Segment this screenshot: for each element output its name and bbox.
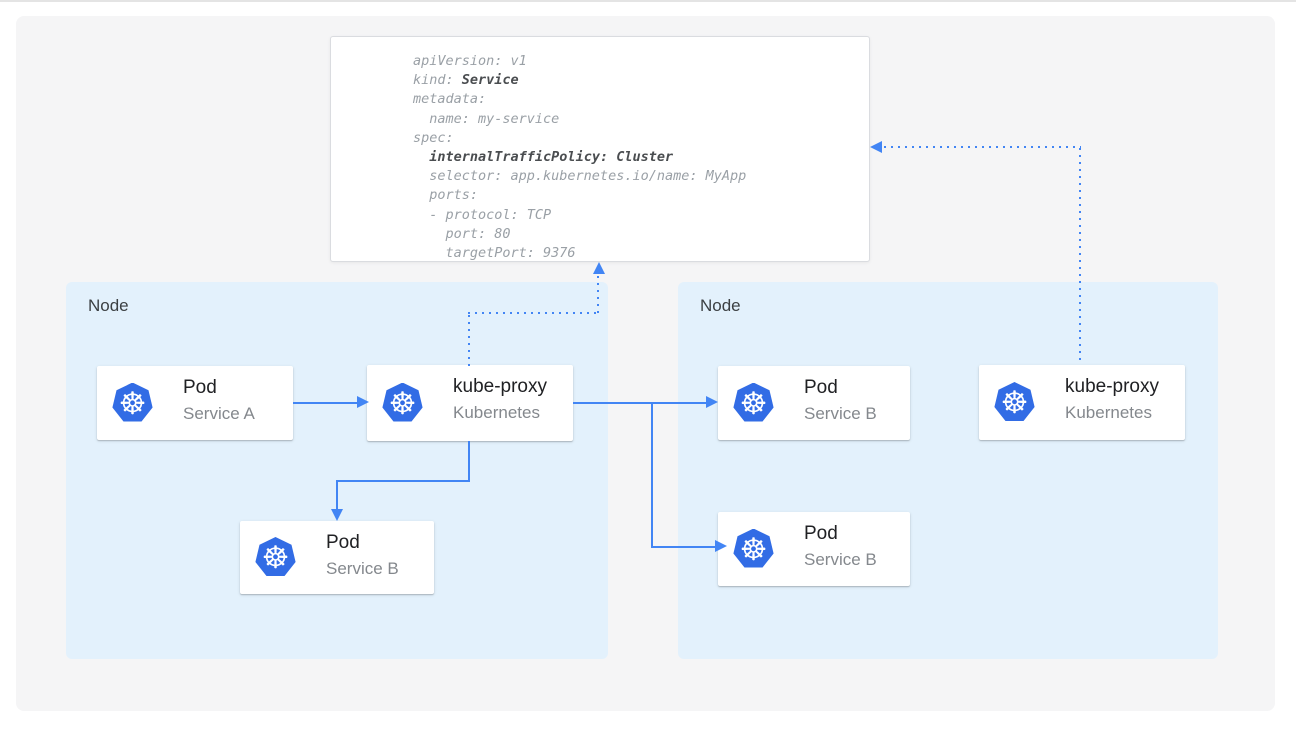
node-left-label: Node xyxy=(88,296,129,315)
dotted-right-kube-proxy-head xyxy=(870,141,882,153)
card-pod-service-a: ☸ Pod Service A xyxy=(97,366,293,440)
card-subtitle: Kubernetes xyxy=(1065,403,1152,422)
node-right: Node xyxy=(678,282,1218,659)
dotted-right-kube-proxy-seg2 xyxy=(884,146,1081,148)
card-subtitle: Service A xyxy=(183,404,255,423)
kubernetes-icon: ☸ xyxy=(733,528,774,568)
node-left: Node xyxy=(66,282,608,659)
kubernetes-icon: ☸ xyxy=(112,382,153,422)
arrow-pod-a-to-kube-proxy-line xyxy=(293,402,358,404)
arrow-kube-proxy-to-pod-b-left-seg3 xyxy=(336,480,338,511)
arrow-to-right-pod-bottom-seg xyxy=(651,546,716,548)
dotted-left-kube-proxy-seg2 xyxy=(468,312,599,314)
card-pod-service-b-right-top: ☸ Pod Service B xyxy=(718,366,910,440)
card-title: Pod xyxy=(183,377,217,398)
card-title: Pod xyxy=(804,377,838,398)
arrow-kube-proxy-to-pod-b-left-seg2 xyxy=(336,480,470,482)
dotted-right-kube-proxy-seg1 xyxy=(1079,148,1081,365)
card-subtitle: Kubernetes xyxy=(453,403,540,422)
arrow-kube-proxy-to-pod-b-left-head xyxy=(331,509,343,521)
card-title: Pod xyxy=(804,523,838,544)
card-title: Pod xyxy=(326,532,360,553)
card-subtitle: Service B xyxy=(804,404,877,423)
dotted-left-kube-proxy-head xyxy=(593,262,605,274)
card-kube-proxy-left: ☸ kube-proxy Kubernetes xyxy=(367,365,573,441)
dotted-left-kube-proxy-seg1 xyxy=(468,315,470,366)
card-title: kube-proxy xyxy=(1065,376,1159,397)
kubernetes-icon: ☸ xyxy=(994,382,1035,421)
arrow-to-right-pod-bottom-head xyxy=(715,540,727,552)
arrow-kube-proxy-to-pod-b-left-seg1 xyxy=(468,441,470,482)
node-right-label: Node xyxy=(700,296,741,315)
kubernetes-icon: ☸ xyxy=(382,382,423,422)
card-subtitle: Service B xyxy=(804,550,877,569)
arrow-junction-down-seg xyxy=(651,403,653,548)
kubernetes-icon: ☸ xyxy=(255,537,296,576)
top-divider xyxy=(0,0,1296,2)
card-title: kube-proxy xyxy=(453,376,547,397)
card-subtitle: Service B xyxy=(326,559,399,578)
kubernetes-icon: ☸ xyxy=(733,382,774,422)
dotted-left-kube-proxy-seg3 xyxy=(597,276,599,313)
arrow-kube-proxy-to-right-pod-top-head xyxy=(706,396,718,408)
arrow-kube-proxy-to-right-pod-top-line xyxy=(573,402,708,404)
card-pod-service-b-left: ☸ Pod Service B xyxy=(240,521,434,594)
card-pod-service-b-right-bottom: ☸ Pod Service B xyxy=(718,512,910,586)
card-kube-proxy-right: ☸ kube-proxy Kubernetes xyxy=(979,365,1185,440)
arrow-pod-a-to-kube-proxy-head xyxy=(357,396,369,408)
